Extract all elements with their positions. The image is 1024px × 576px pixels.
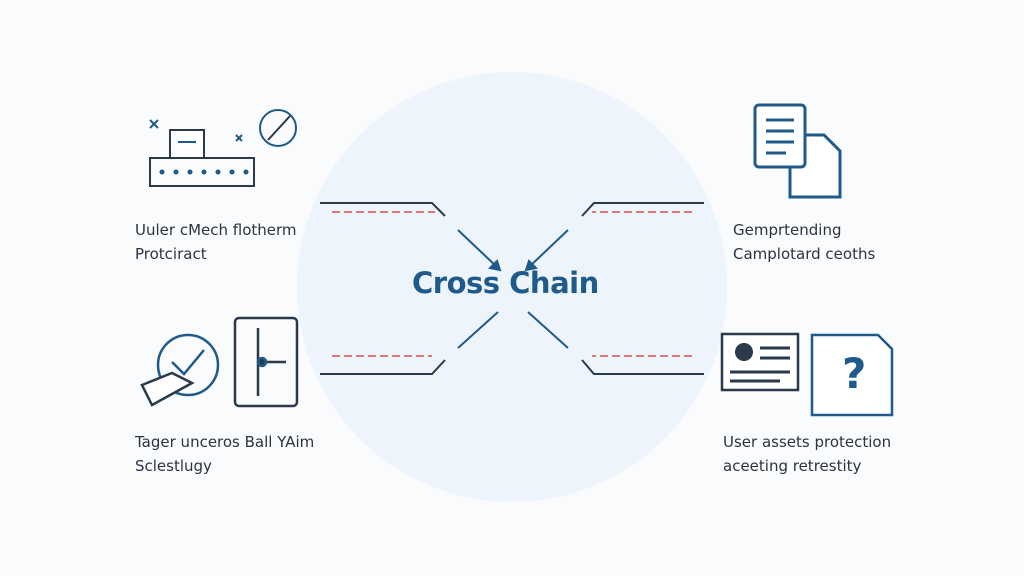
check-shield-icon [140, 316, 299, 408]
cross-chain-title: Cross Chain [412, 266, 599, 300]
connectors [320, 202, 704, 375]
connector-bottom-right [581, 359, 704, 375]
arrows [457, 229, 569, 349]
documents-icon [753, 103, 842, 199]
center-circle [297, 72, 727, 502]
svg-text:?: ? [842, 349, 866, 398]
id-card-question-icon: ? [720, 332, 894, 417]
connector-top-right [581, 202, 704, 217]
machine-icon [149, 109, 297, 187]
connector-bottom-left [320, 359, 446, 375]
connector-top-left [320, 202, 446, 217]
dashed-lines [332, 211, 692, 357]
